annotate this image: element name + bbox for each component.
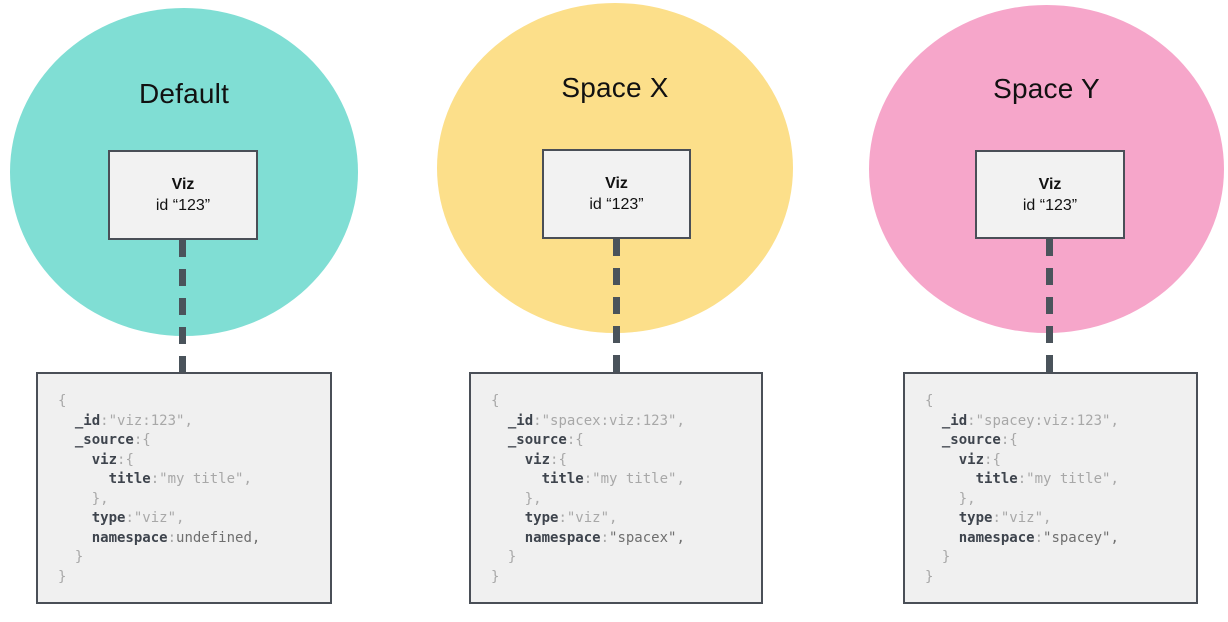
space-title-spacey: Space Y — [993, 73, 1100, 104]
code-line: }, — [925, 490, 976, 507]
code-line: } — [925, 568, 934, 585]
viz-box-default: Viz id “123” — [108, 150, 258, 240]
viz-box-spacey: Viz id “123” — [975, 150, 1125, 239]
code-line: viz:{ — [91, 451, 134, 468]
code-line: } — [491, 568, 500, 585]
code-line: _source:{ — [507, 432, 584, 448]
viz-box-id: id “123” — [1022, 196, 1078, 214]
code-line: title:"my title", — [975, 471, 1119, 487]
code-line: _id:"viz:123", — [74, 412, 193, 429]
space-title-spacex: Space X — [561, 72, 669, 103]
viz-box-id: id “123” — [155, 197, 211, 214]
code-line: title:"my title", — [108, 471, 252, 487]
code-line: namespace:undefined, — [91, 529, 261, 546]
code-line: title:"my title", — [541, 471, 685, 487]
saved-object-document-spacex: { _id:"spacex:viz:123", _source:{ viz:{ … — [469, 372, 763, 604]
code-line: type:"viz", — [958, 510, 1052, 526]
saved-object-document-default: { _id:"viz:123", _source:{ viz:{ title:"… — [36, 372, 332, 604]
dashed-connector-spacex — [613, 239, 620, 374]
dashed-connector-default — [179, 240, 186, 374]
saved-object-document-spacey: { _id:"spacey:viz:123", _source:{ viz:{ … — [903, 372, 1198, 604]
code-line: namespace:"spacex", — [524, 529, 685, 546]
code-line: type:"viz", — [91, 510, 185, 526]
code-line: { — [58, 393, 67, 409]
viz-box-spacex: Viz id “123” — [542, 149, 691, 239]
code-line: { — [491, 393, 500, 409]
code-line: { — [925, 393, 934, 409]
code-line: namespace:"spacey", — [958, 529, 1119, 546]
code-line: _id:"spacey:viz:123", — [941, 412, 1119, 429]
viz-box-id: id “123” — [589, 196, 644, 213]
code-line: } — [58, 568, 67, 585]
code-line: }, — [58, 490, 109, 507]
code-line: }, — [491, 490, 542, 507]
code-line: _id:"spacex:viz:123", — [507, 412, 685, 429]
code-line: viz:{ — [958, 451, 1001, 468]
viz-box-title: Viz — [171, 176, 195, 193]
code-line: viz:{ — [524, 451, 567, 468]
code-line: } — [925, 549, 951, 565]
code-line: _source:{ — [74, 432, 151, 448]
code-line: } — [58, 549, 84, 565]
code-line: type:"viz", — [524, 510, 618, 526]
viz-box-title: Viz — [605, 175, 628, 192]
viz-box-title: Viz — [1038, 175, 1062, 193]
space-title-default: Default — [138, 78, 230, 109]
dashed-connector-spacey — [1046, 239, 1053, 374]
code-line: } — [491, 549, 517, 565]
code-line: _source:{ — [941, 432, 1018, 448]
